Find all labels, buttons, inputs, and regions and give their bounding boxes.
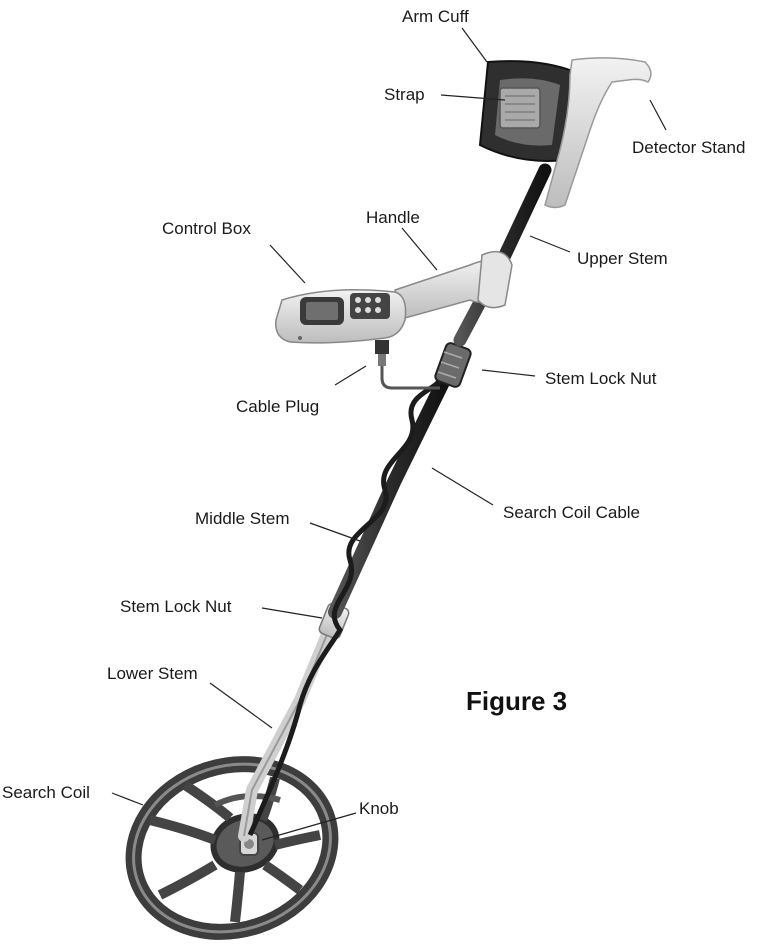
- label-middle-stem: Middle Stem: [195, 509, 290, 528]
- label-handle: Handle: [366, 208, 420, 227]
- middle-stem-shape: [328, 365, 455, 619]
- label-upper-stem: Upper Stem: [577, 249, 668, 268]
- label-search-coil-cable: Search Coil Cable: [503, 503, 641, 522]
- label-lower-stem: Lower Stem: [107, 664, 198, 683]
- label-search-coil: Search Coil: [2, 783, 90, 802]
- label-detector-stand: Detector Stand: [632, 138, 746, 157]
- label-knob: Knob: [359, 799, 399, 818]
- label-stem-lock-nut-lower: Stem Lock Nut: [120, 597, 232, 616]
- label-arm-cuff: Arm Cuff: [402, 7, 469, 26]
- label-strap: Strap: [384, 85, 425, 104]
- handle-shape: [394, 250, 513, 319]
- search-coil-shape: [125, 756, 339, 940]
- upper-stem-lock-nut-shape: [434, 342, 472, 388]
- leader-lines: [111, 27, 667, 841]
- search-coil-cable-shape: [247, 350, 443, 837]
- detector-stand-shape: [544, 57, 652, 209]
- lower-stem-shape: [238, 614, 339, 842]
- strap-shape: [499, 87, 541, 129]
- label-stem-lock-nut-upper: Stem Lock Nut: [545, 369, 657, 388]
- label-control-box: Control Box: [162, 219, 251, 238]
- figure-title: Figure 3: [466, 686, 568, 716]
- control-box-shape: [275, 289, 407, 344]
- cable-plug-shape: [375, 340, 389, 366]
- label-cable-plug: Cable Plug: [236, 397, 320, 416]
